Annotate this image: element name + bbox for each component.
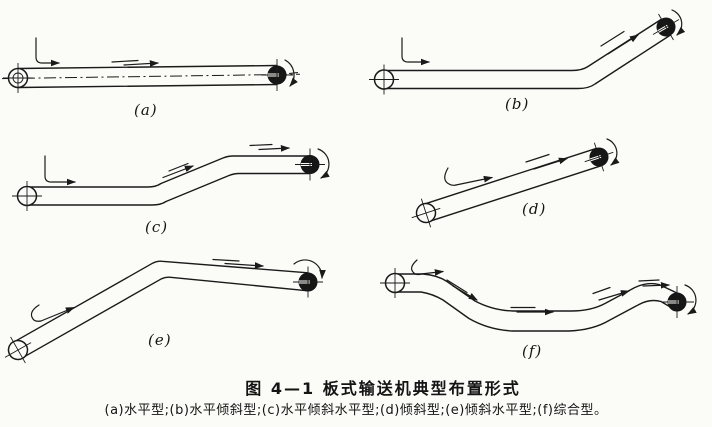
feed-chute-icon — [411, 259, 444, 276]
rotation-arrow-icon — [671, 9, 686, 36]
drive-pulley-icon — [584, 142, 614, 172]
conveyor-body — [422, 147, 603, 223]
rotation-arrow-icon — [684, 284, 697, 315]
direction-arrow-icon — [638, 279, 670, 289]
rotation-arrow-icon — [317, 148, 330, 179]
panel-label-f: (f) — [522, 342, 543, 360]
panel-label-a: (a) — [134, 101, 158, 119]
drive-pulley-icon — [261, 59, 293, 91]
feed-chute-icon — [44, 155, 76, 186]
drive-pulley-icon — [293, 266, 323, 298]
direction-arrow-icon — [212, 258, 264, 269]
conveyor-diagram-a — [2, 37, 301, 93]
figure-caption-title: 图 4—1 板式输送机典型布置形式 — [245, 379, 521, 398]
tail-pulley-icon — [12, 181, 42, 211]
tail-pulley-icon — [369, 64, 399, 95]
conveyor-body — [394, 273, 678, 332]
direction-arrow-icon — [446, 279, 478, 301]
drive-pulley-icon — [652, 13, 680, 41]
conveyor-body — [2, 64, 301, 89]
conveyor-diagram-c — [12, 143, 330, 211]
direction-arrow-icon — [162, 162, 194, 179]
direction-arrow-icon — [592, 286, 630, 301]
feed-chute-icon — [35, 37, 60, 67]
conveyor-diagram-b — [369, 9, 686, 95]
rotation-arrow-icon — [606, 138, 620, 166]
conveyor-body — [26, 155, 311, 206]
figure-caption-legend: (a)水平型;(b)水平倾斜型;(c)水平倾斜水平型;(d)倾斜型;(e)倾斜水… — [104, 403, 608, 418]
conveyor-diagram-d — [411, 138, 620, 228]
panel-label-e: (e) — [148, 331, 172, 349]
conveyor-diagram-f — [380, 259, 697, 332]
feed-chute-icon — [30, 304, 75, 322]
panel-label-b: (b) — [505, 95, 530, 113]
conveyor-body — [383, 18, 672, 90]
feed-chute-icon — [401, 37, 430, 66]
direction-arrow-icon — [600, 30, 639, 55]
panel-label-d: (d) — [522, 200, 547, 218]
conveyor-body — [12, 260, 309, 359]
feed-chute-icon — [444, 167, 493, 186]
rotation-arrow-icon — [284, 59, 299, 87]
direction-arrow-icon — [249, 143, 290, 152]
direction-arrow-icon — [525, 153, 568, 170]
tail-pulley-icon — [411, 198, 441, 228]
drive-pulley-icon — [295, 148, 325, 181]
direction-arrow-icon — [510, 306, 554, 316]
tail-pulley-icon — [4, 336, 32, 364]
rotation-arrow-icon — [293, 259, 326, 279]
centerline — [2, 73, 301, 80]
panel-label-c: (c) — [145, 218, 169, 236]
tail-pulley-icon — [3, 63, 33, 93]
conveyor-diagram-e — [4, 258, 326, 364]
tail-pulley-icon — [380, 268, 410, 298]
drive-pulley-icon — [662, 286, 694, 318]
direction-arrow-icon — [111, 59, 159, 67]
